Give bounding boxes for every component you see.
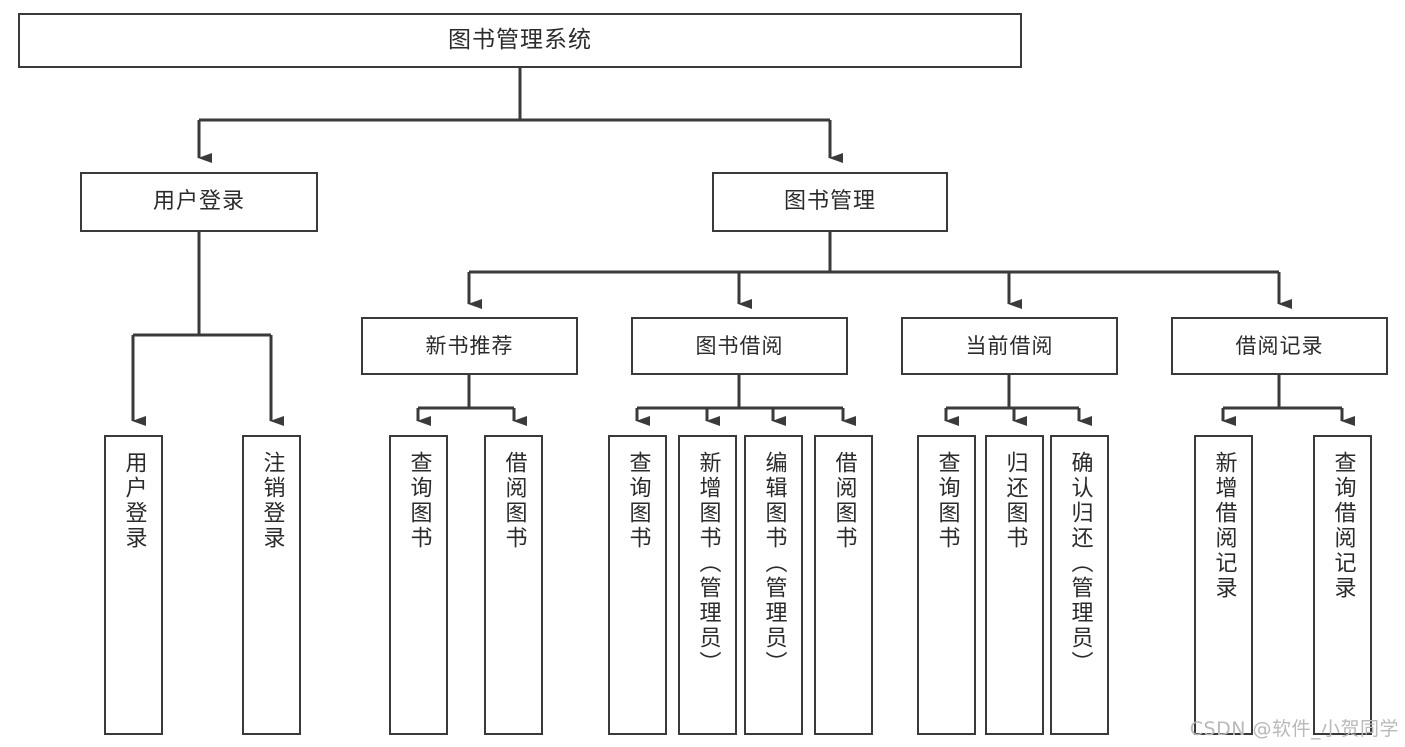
node-leaf-borrow-book-1-label: 借阅图书 — [501, 451, 527, 551]
node-leaf-query-book-1[interactable]: 查询图书 — [389, 435, 448, 735]
node-leaf-edit-book[interactable]: 编辑图书（管理员） — [744, 435, 803, 735]
node-new-book-recommend[interactable]: 新书推荐 — [361, 317, 578, 375]
node-book-borrow-label: 图书借阅 — [695, 333, 784, 358]
watermark-text: CSDN @软件_小贺同学 — [1189, 718, 1399, 740]
node-leaf-add-book[interactable]: 新增图书（管理员） — [678, 435, 737, 735]
node-leaf-logout-login[interactable]: 注销登录 — [242, 435, 301, 735]
node-leaf-logout-login-label: 注销登录 — [259, 451, 285, 551]
node-borrow-record-label: 借阅记录 — [1235, 333, 1324, 358]
node-leaf-user-login[interactable]: 用户登录 — [104, 435, 163, 735]
node-leaf-confirm-return-label: 确认归还（管理员） — [1067, 451, 1093, 676]
node-book-manage-label: 图书管理 — [783, 189, 876, 215]
node-leaf-query-book-1-label: 查询图书 — [406, 451, 432, 551]
node-leaf-borrow-book-1[interactable]: 借阅图书 — [484, 435, 543, 735]
node-leaf-add-record[interactable]: 新增借阅记录 — [1194, 435, 1253, 735]
node-leaf-add-book-label: 新增图书（管理员） — [695, 451, 721, 676]
node-leaf-confirm-return[interactable]: 确认归还（管理员） — [1050, 435, 1109, 735]
node-leaf-query-book-3-label: 查询图书 — [934, 451, 960, 551]
node-current-borrow[interactable]: 当前借阅 — [901, 317, 1118, 375]
node-book-manage[interactable]: 图书管理 — [712, 172, 948, 232]
node-user-login-label: 用户登录 — [152, 189, 245, 215]
node-book-borrow[interactable]: 图书借阅 — [631, 317, 848, 375]
node-leaf-user-login-label: 用户登录 — [121, 451, 147, 551]
node-root[interactable]: 图书管理系统 — [18, 13, 1022, 68]
node-leaf-query-book-3[interactable]: 查询图书 — [917, 435, 976, 735]
node-leaf-query-book-2[interactable]: 查询图书 — [608, 435, 667, 735]
node-leaf-add-record-label: 新增借阅记录 — [1211, 451, 1237, 601]
node-root-label: 图书管理系统 — [448, 26, 592, 53]
node-current-borrow-label: 当前借阅 — [965, 333, 1054, 358]
node-borrow-record[interactable]: 借阅记录 — [1171, 317, 1388, 375]
node-leaf-query-record-label: 查询借阅记录 — [1330, 451, 1356, 601]
node-new-book-recommend-label: 新书推荐 — [425, 333, 514, 358]
node-leaf-borrow-book-2[interactable]: 借阅图书 — [814, 435, 873, 735]
node-leaf-edit-book-label: 编辑图书（管理员） — [761, 451, 787, 676]
node-leaf-return-book-label: 归还图书 — [1002, 451, 1028, 551]
node-user-login[interactable]: 用户登录 — [80, 172, 318, 232]
node-leaf-query-record[interactable]: 查询借阅记录 — [1313, 435, 1372, 735]
node-leaf-query-book-2-label: 查询图书 — [625, 451, 651, 551]
node-leaf-borrow-book-2-label: 借阅图书 — [831, 451, 857, 551]
node-leaf-return-book[interactable]: 归还图书 — [985, 435, 1044, 735]
